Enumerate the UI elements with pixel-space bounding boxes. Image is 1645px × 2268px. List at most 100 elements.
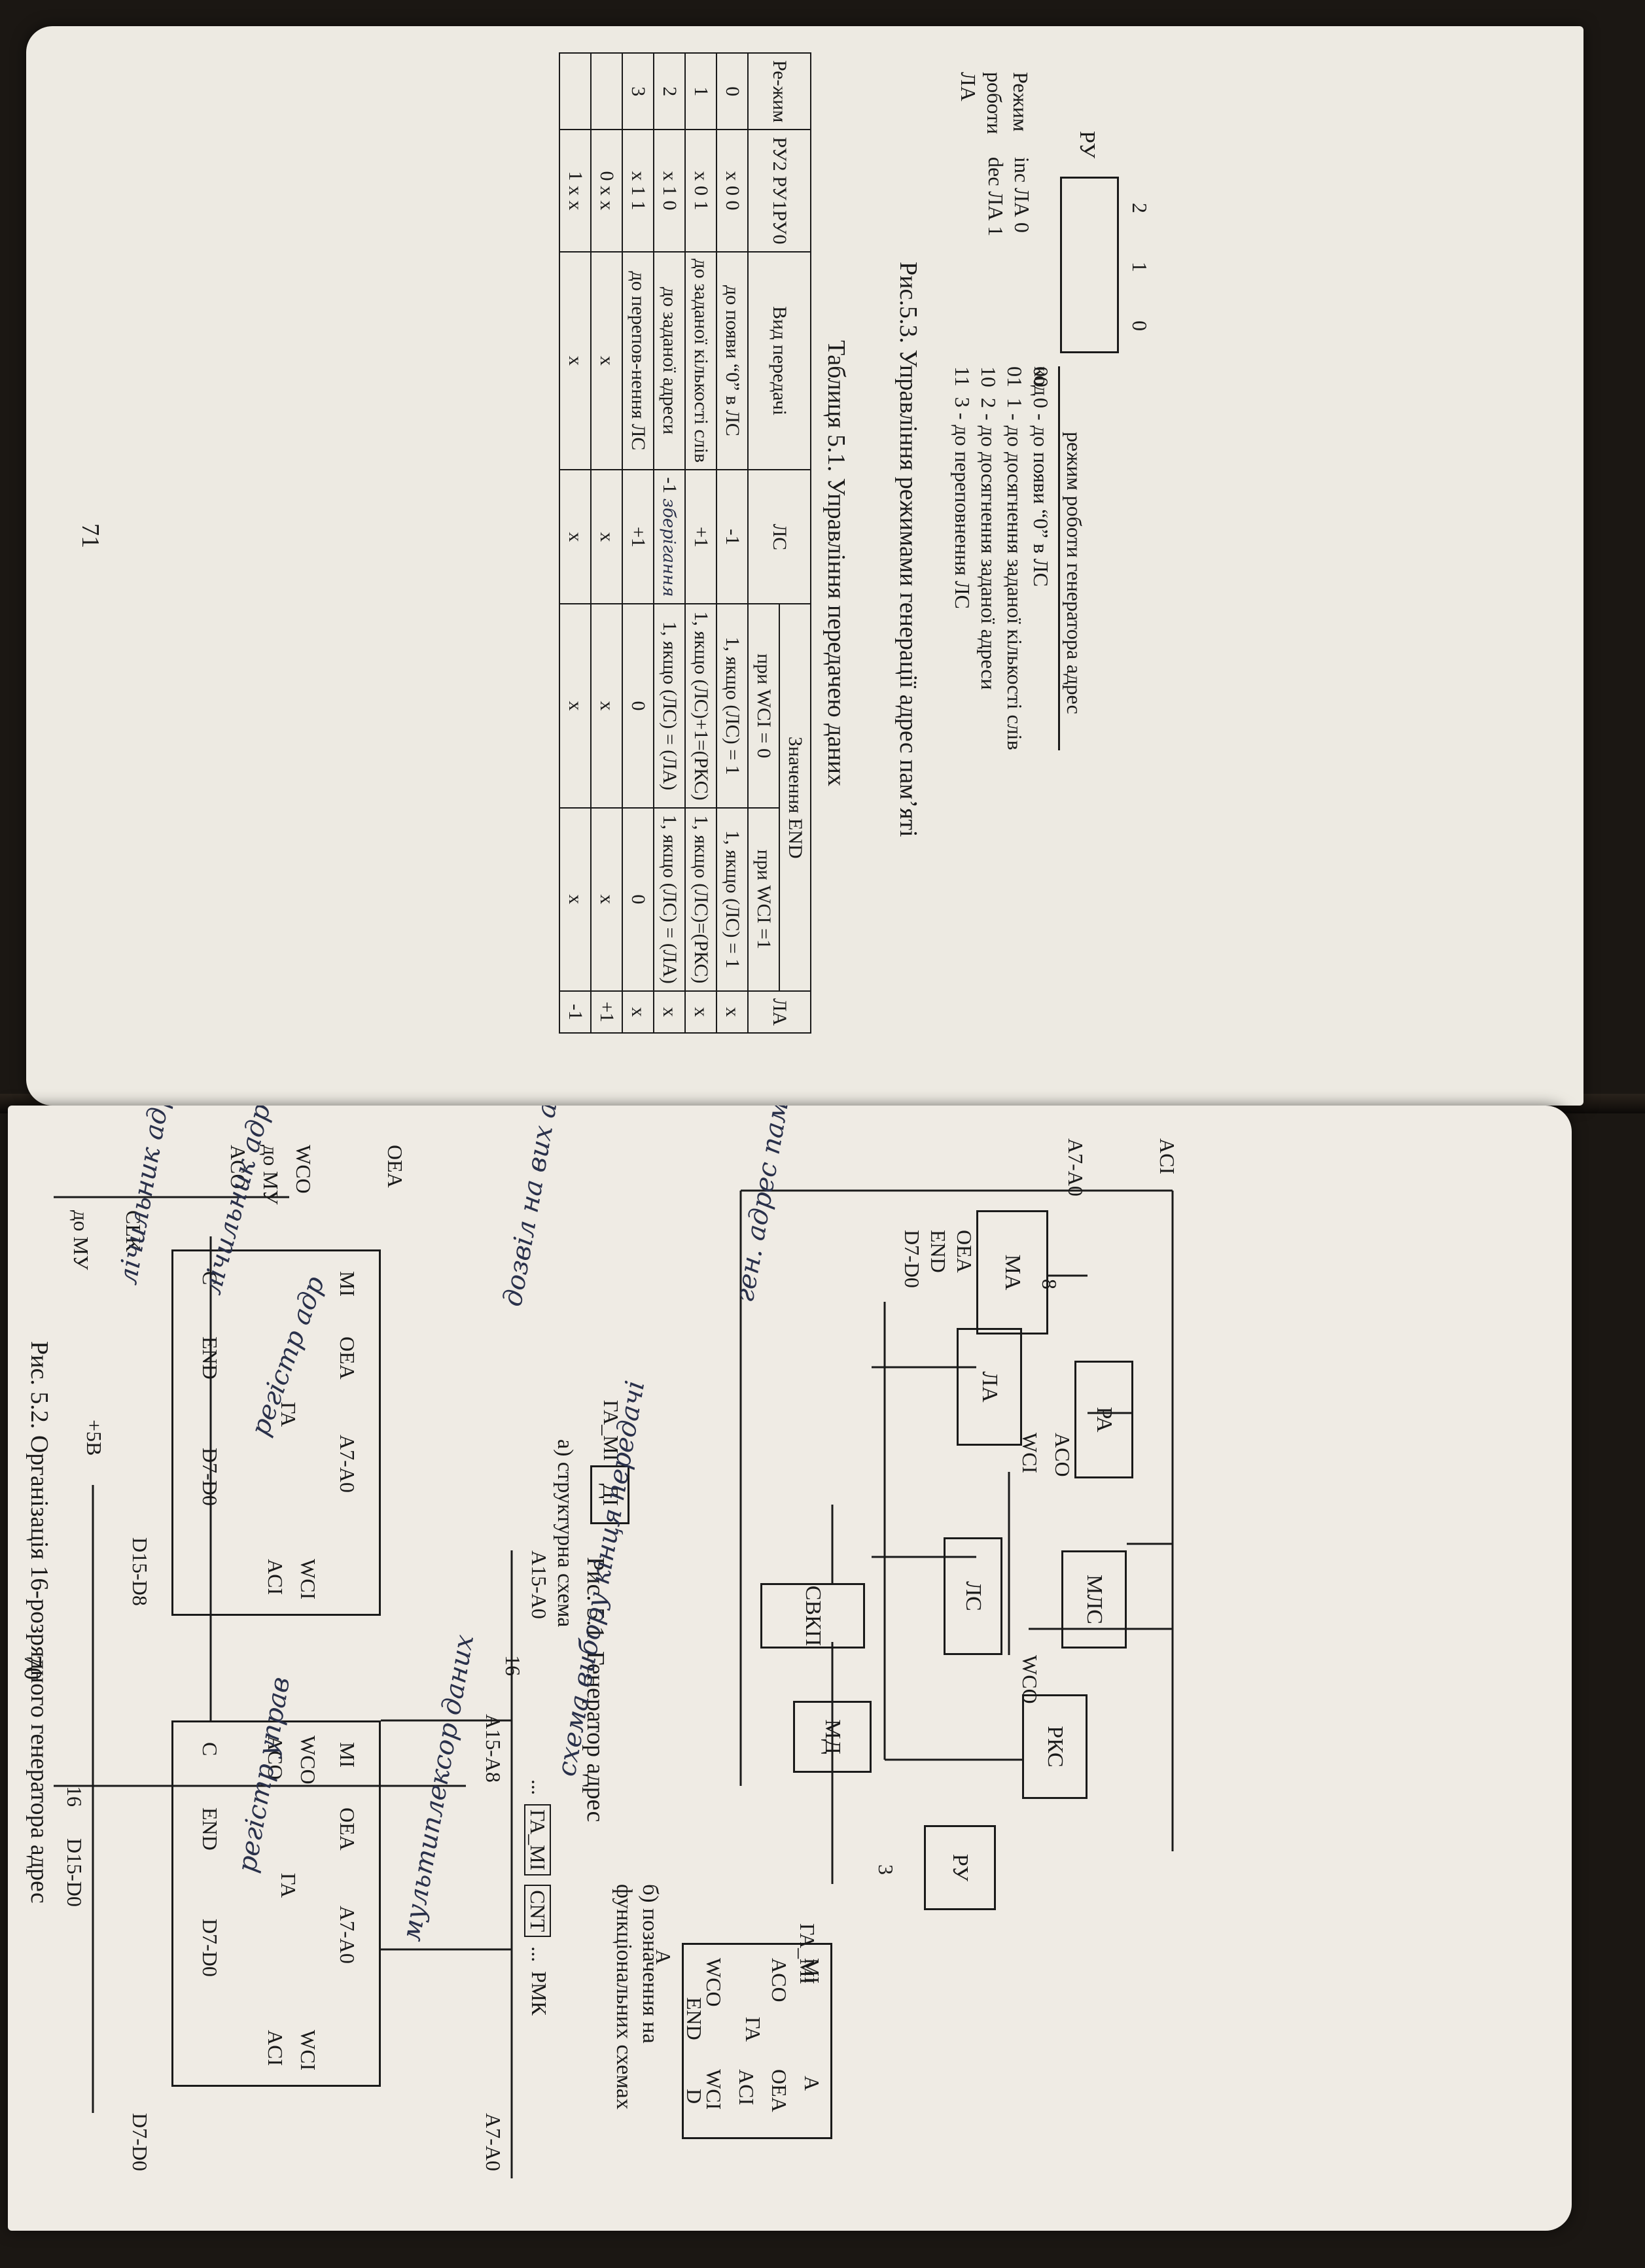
page-70-content: МА РА МЛС РКС ЛА ЛС СВКП МД РУ ДІ ACI A7… [14,1132,1238,2205]
cell-kind: до появи “0” в ЛС [716,251,748,470]
pmk-item: ГА_MI [524,1804,551,1876]
table-row: 2 x 1 0 до заданої адреси -1 зберігання … [654,53,685,1033]
ru-label: РУ [1075,131,1099,159]
caption-5-1-b1: б) позначення на [638,1884,662,2044]
block-svkp: СВКП [760,1583,865,1649]
inc-la: inc ЛА 0 [1010,157,1034,233]
cell-v1: 1, якщо (ЛС) = 1 [716,807,748,991]
ru-register [1060,177,1119,353]
cell-la: -1 [559,990,591,1033]
chip-c: C [198,1742,222,1756]
cell-v1: 1, якщо (ЛС) = (ЛА) [654,807,685,991]
cell-ru: 0 x x [591,130,622,252]
table-row: 1 x x x x x x -1 [559,53,591,1033]
side-oea: OEA [383,1145,407,1188]
figure-5-3-caption: Рис.5.3. Управління режимами генерації а… [894,262,922,837]
cell-v0: 1, якщо (ЛС) = 1 [716,604,748,808]
w16-bottom: 16 [63,1786,86,1807]
sym-d: D [682,2089,706,2104]
cell-v0: 1, якщо (ЛС)+1=(РКС) [685,604,716,808]
chip-d7d0: D7-D0 [198,1919,222,1977]
th-kind: Вид передачі [748,251,811,470]
pmk-item: РМК [527,1971,551,2015]
bus-d15d8: D15-D8 [128,1537,152,1606]
cell-v0: x [559,604,591,808]
figure-5-1-wires [739,1189,1174,1884]
cell-mode: 2 [654,53,685,130]
cell-kind: до заданої адреси [654,251,685,470]
mode-la-line-2: роботи [983,72,1006,134]
side-plus5: +5В [82,1420,106,1456]
cell-ru: x 0 0 [716,130,748,252]
table-header-row: Ре-жим РУ2 РУ1РУ0 Вид передачі ЛС Значен… [748,53,811,1033]
mode-gen-rows: 00 0 - до появи “0” в ЛС 01 1 - до досяг… [949,366,1060,750]
mode-la-label: Режим роботи ЛА [955,72,1034,134]
pmk-item: ... [527,1946,551,1963]
sym-ga: ГА [741,2017,765,2042]
block-md: МД [793,1701,872,1773]
page-number-70: 70 [19,1655,46,1680]
page-number-71: 71 [77,523,104,548]
cell-mode: 1 [685,53,716,130]
cell-ls: -1 [716,470,748,604]
mode-row-1: 01 1 - до досягнення заданої кількості с… [1003,366,1027,750]
mode-row-0: 00 0 - до появи “0” в ЛС [1029,366,1053,587]
chip-aci: ACI [264,2030,287,2067]
block-ma: МА [976,1210,1048,1335]
caption-5-1-b2: функціональних схемах [612,1884,636,2110]
dec-la: dec ЛА 1 [984,157,1008,237]
chip-oea: OEA [336,1807,359,1851]
cell-mode: 3 [622,53,654,130]
cell-ls: -1 зберігання [654,470,685,604]
cell-kind: до заданої кількості слів [685,251,716,470]
cell-v1: x [591,807,622,991]
bus-a7a0: A7-A0 [482,2113,505,2171]
chip-a7a0: A7-A0 [336,1435,359,1493]
block-ru: РУ [924,1825,996,1910]
sym-end: END [682,1997,706,2040]
cell-mode [591,53,622,130]
sym-aco: ACO [768,1958,791,2002]
chip-oea: OEA [336,1336,359,1380]
pmk-item: ... [527,1779,551,1795]
block-ls: ЛС [944,1537,1002,1655]
cell-la: x [622,990,654,1033]
handwritten-note: зберігання [659,498,679,597]
sig-wco: WCO [1018,1655,1042,1704]
bit-0: 0 [1128,321,1152,331]
symbol-ga: MI A ACO OEA ГА ACI WCO WCI END D [682,1943,832,2139]
page-70: МА РА МЛС РКС ЛА ЛС СВКП МД РУ ДІ ACI A7… [8,1106,1572,2231]
cell-ru: x 1 1 [622,130,654,252]
cell-ls: x [591,470,622,604]
th-wci1: при WCI =1 [748,807,779,991]
cell-la: x [654,990,685,1033]
caption-5-2: Рис. 5.2. Організація 16-розрядного гене… [26,1341,53,1904]
bit-1: 1 [1128,262,1152,272]
sym-aci: ACI [735,2069,758,2106]
caption-5-1-a: а) структурна схема [553,1439,577,1628]
page-71-content: РУ 2 1 0 Режим роботи ЛА inc ЛА 0 dec ЛА… [59,52,1269,1073]
table-row: 3 x 1 1 до перепов-нення ЛС +1 0 0 x [622,53,654,1033]
figure-5-3: РУ 2 1 0 Режим роботи ЛА inc ЛА 0 dec ЛА… [883,72,1250,1060]
sig-d7d0: D7-D0 [900,1230,924,1288]
th-mode: Ре-жим [748,53,811,130]
th-values: Значення END [779,604,811,991]
bit-2: 2 [1128,203,1152,213]
mode-la-line-3: ЛА [957,72,980,101]
chip-wci: WCI [296,2030,320,2071]
side-wco: WCO [292,1145,315,1194]
cell-ru: x 1 0 [654,130,685,252]
th-ls: ЛС [748,470,811,604]
block-ra: РА [1074,1361,1133,1478]
chip-wco: WCO [296,1736,320,1785]
table-5-1: Ре-жим РУ2 РУ1РУ0 Вид передачі ЛС Значен… [559,52,811,1034]
cell-kind: до перепов-нення ЛС [622,251,654,470]
chip-end: END [198,1336,222,1380]
pmk-item: CNT [524,1885,551,1938]
table-row: 1 x 0 1 до заданої кількості слів +1 1, … [685,53,716,1033]
chip-mi: MI [336,1742,359,1768]
cell-v1: x [559,807,591,991]
cell-la: x [716,990,748,1033]
cell-v0: 0 [622,604,654,808]
cell-v0: 1, якщо (ЛС) = (ЛА) [654,604,685,808]
